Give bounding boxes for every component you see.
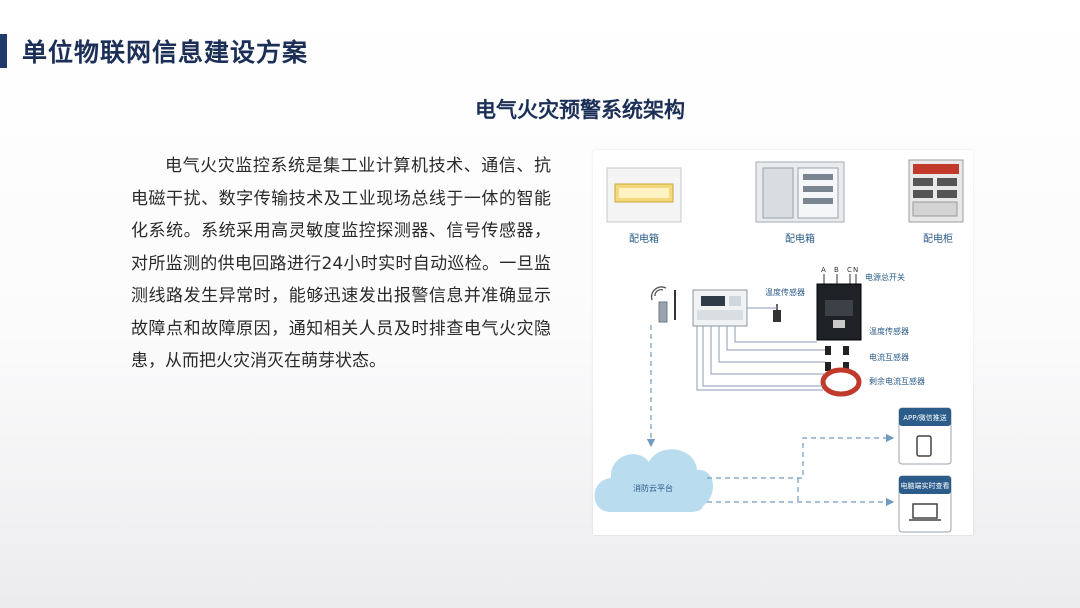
phase-label-n: N (853, 266, 858, 274)
pc-box-label: 电脑端实时查看 (901, 481, 950, 490)
header-accent-bar (0, 34, 7, 68)
right-label-temp: 温度传感器 (869, 326, 909, 336)
phase-label-b: B (834, 266, 839, 274)
right-label-rct: 剩余电流互感器 (869, 376, 925, 386)
description-paragraph: 电气火灾监控系统是集工业计算机技术、通信、抗电磁干扰、数字传输技术及工业现场总线… (131, 156, 551, 371)
cloud-platform-icon (594, 449, 714, 512)
distribution-box-1-icon (606, 167, 682, 223)
residual-current-transformer-icon (820, 367, 862, 397)
laptop-icon (912, 503, 938, 519)
cloud-label: 消防云平台 (633, 483, 673, 493)
temp-sensor-label: 温度传感器 (765, 287, 805, 297)
phase-label-c: C (847, 266, 852, 274)
architecture-diagram: 配电箱 配电箱 配电柜 温度传感器 A B (593, 150, 973, 535)
pc-view-box (898, 475, 952, 533)
monitoring-detector-icon (692, 289, 748, 327)
cabinet-label-2: 配电箱 (785, 232, 815, 245)
temperature-probe-icon (773, 304, 781, 322)
right-label-ct: 电流互感器 (869, 352, 909, 362)
wireless-module-icon (650, 286, 676, 323)
main-breaker-icon (816, 283, 862, 341)
phase-label-a: A (821, 266, 826, 274)
switch-cabinet-icon (908, 159, 964, 223)
page-title: 单位物联网信息建设方案 (22, 38, 309, 67)
cabinet-label-1: 配电箱 (629, 232, 659, 245)
cabinet-label-3: 配电柜 (923, 232, 953, 245)
main-switch-label: 电源总开关 (865, 272, 905, 282)
app-box-label: APP/微信推送 (903, 413, 947, 422)
section-title: 电气火灾预警系统架构 (475, 98, 685, 122)
wiring-lines (696, 307, 825, 391)
distribution-box-2-icon (755, 161, 845, 223)
phone-icon (916, 435, 932, 457)
app-push-box (898, 407, 952, 465)
